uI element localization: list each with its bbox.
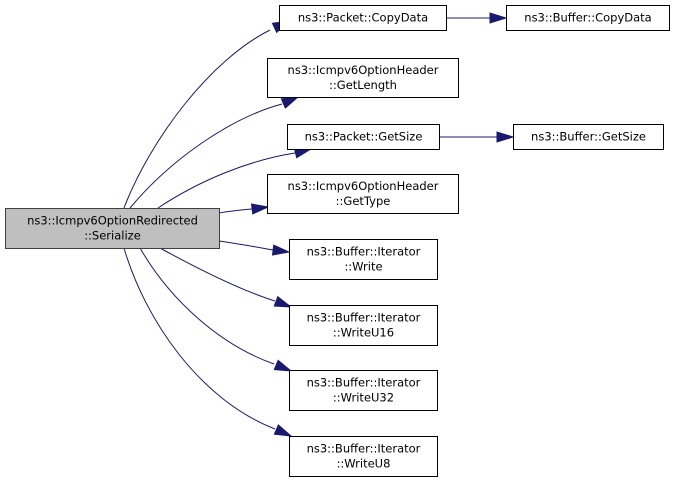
node-packet-getsize[interactable]: ns3::Packet::GetSize [287, 124, 440, 150]
node-iter-writeu8[interactable]: ns3::Buffer::Iterator::WriteU8 [289, 436, 438, 477]
node-label-line: ns3::Buffer::Iterator [307, 245, 421, 259]
node-box[interactable] [289, 370, 438, 411]
node-iter-write[interactable]: ns3::Buffer::Iterator::Write [289, 239, 438, 280]
node-box[interactable] [513, 124, 664, 150]
edge-line [139, 247, 275, 365]
node-label-line: ::Serialize [84, 229, 141, 243]
edge-line [157, 152, 296, 209]
node-box[interactable] [5, 208, 220, 249]
node-packet-copydata[interactable]: ns3::Packet::CopyData [279, 5, 447, 31]
node-label-line: ns3::Buffer::CopyData [524, 11, 651, 25]
edge-line [218, 240, 274, 251]
node-label-line: ::GetLength [329, 78, 397, 92]
arrowhead-icon [273, 295, 293, 308]
node-box[interactable] [267, 174, 459, 214]
node-label-line: ns3::Buffer::GetSize [531, 130, 646, 144]
node-buffer-copydata[interactable]: ns3::Buffer::CopyData [506, 5, 670, 31]
edge-packet_getsize-to-buffer_getsize [439, 131, 515, 143]
node-buffer-getsize[interactable]: ns3::Buffer::GetSize [513, 124, 664, 150]
node-box[interactable] [267, 58, 459, 98]
node-label-line: ns3::Packet::GetSize [305, 130, 423, 144]
node-box[interactable] [289, 305, 438, 346]
edge-root-to-iter_writeu16 [159, 247, 293, 308]
node-box[interactable] [289, 239, 438, 280]
node-root[interactable]: ns3::Icmpv6OptionRedirected::Serialize [5, 208, 220, 249]
arrowhead-icon [271, 244, 291, 256]
node-label-line: ns3::Buffer::Iterator [307, 311, 421, 325]
node-header-gettype[interactable]: ns3::Icmpv6OptionHeader::GetType [267, 174, 459, 214]
edge-line [159, 247, 276, 302]
edge-root-to-iter_writeu8 [123, 247, 293, 437]
node-label-line: ::WriteU32 [333, 391, 394, 405]
arrowhead-icon [489, 12, 508, 24]
arrowhead-icon [280, 96, 300, 109]
edge-line [129, 103, 283, 209]
edge-line [218, 208, 253, 214]
edge-root-to-iter_write [218, 240, 291, 256]
edge-packet_copydata-to-buffer_copydata [446, 12, 508, 24]
node-iter-writeu32[interactable]: ns3::Buffer::Iterator::WriteU32 [289, 370, 438, 411]
node-box[interactable] [279, 5, 447, 31]
node-box[interactable] [506, 5, 670, 31]
node-label-line: ns3::Buffer::Iterator [307, 442, 421, 456]
node-label-line: ::Write [344, 260, 382, 274]
node-label-line: ns3::Packet::CopyData [298, 11, 428, 25]
arrowhead-icon [273, 359, 293, 372]
node-label-line: ns3::Icmpv6OptionHeader [288, 179, 439, 193]
node-header-getlength[interactable]: ns3::Icmpv6OptionHeader::GetLength [267, 58, 459, 98]
node-label-line: ns3::Icmpv6OptionHeader [288, 63, 439, 77]
node-label-line: ns3::Icmpv6OptionRedirected [27, 214, 198, 228]
node-box[interactable] [289, 436, 438, 477]
node-iter-writeu16[interactable]: ns3::Buffer::Iterator::WriteU16 [289, 305, 438, 346]
arrowhead-icon [250, 203, 270, 215]
edge-root-to-packet_copydata [123, 20, 291, 209]
node-box[interactable] [287, 124, 440, 150]
arrowhead-icon [496, 131, 515, 143]
node-label-line: ::WriteU16 [333, 326, 394, 340]
edge-root-to-iter_writeu32 [139, 247, 293, 372]
edge-line [123, 247, 276, 430]
nodes-layer: ns3::Icmpv6OptionRedirected::Serializens… [5, 5, 670, 477]
node-label-line: ::GetType [336, 194, 391, 208]
edges-layer [123, 12, 515, 437]
edge-line [123, 29, 271, 209]
node-label-line: ns3::Buffer::Iterator [307, 376, 421, 390]
edge-root-to-header_gettype [218, 203, 270, 215]
node-label-line: ::WriteU8 [337, 457, 391, 471]
arrowhead-icon [273, 424, 293, 437]
